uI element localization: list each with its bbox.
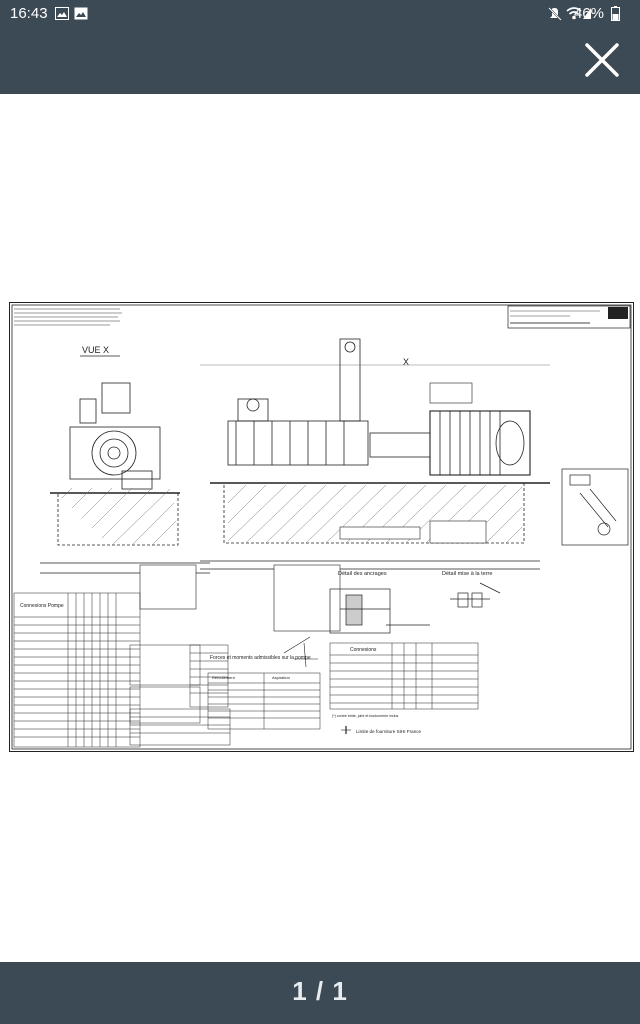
detail-earth-title: Détail mise à la terre bbox=[442, 571, 492, 577]
forces-title: Forces et moments admissibles sur la pom… bbox=[210, 655, 311, 661]
signal-icon bbox=[582, 7, 592, 25]
marker-x: X bbox=[403, 357, 409, 367]
connections-title: Connexions bbox=[350, 647, 377, 653]
axis-diagram bbox=[283, 636, 318, 668]
foundation-hatch-main bbox=[227, 484, 523, 544]
viewer-footer: 1 / 1 bbox=[0, 962, 640, 1024]
pump-connections-table bbox=[13, 592, 141, 748]
contre-bride-note: (*) contre bride, joint et boulonnerie i… bbox=[332, 714, 399, 718]
viewer-header bbox=[0, 28, 640, 94]
technical-drawing[interactable]: VUE X X bbox=[9, 302, 634, 752]
callout-boxes bbox=[139, 382, 487, 632]
copyright-notice bbox=[14, 308, 122, 326]
image-viewer[interactable]: VUE X X bbox=[0, 94, 640, 962]
refoulement-label: Refoulement bbox=[212, 675, 236, 680]
mute-icon bbox=[548, 7, 562, 26]
specification-tables bbox=[129, 644, 231, 746]
pump-motor-elevation bbox=[200, 338, 550, 570]
earthing-detail bbox=[450, 582, 501, 608]
battery-icon bbox=[611, 6, 620, 26]
flange-detail bbox=[561, 468, 629, 546]
gallery-icon bbox=[74, 7, 88, 25]
status-time: 16:43 bbox=[10, 5, 48, 22]
forces-table bbox=[207, 672, 321, 730]
anchoring-detail bbox=[329, 588, 430, 634]
close-icon bbox=[585, 43, 619, 77]
pump-side-view bbox=[40, 382, 210, 574]
title-block-top bbox=[507, 305, 631, 329]
detail-anchoring-title: Détail des ancrages bbox=[338, 571, 387, 577]
wifi-icon bbox=[566, 7, 582, 25]
status-bar: 16:43 46% bbox=[0, 0, 640, 28]
connections-table bbox=[329, 642, 479, 710]
image-icon bbox=[55, 7, 69, 25]
supply-limit-label: Limite de fourniture SIHI France bbox=[356, 729, 422, 734]
view-label: VUE X bbox=[82, 345, 109, 355]
battery-percent: 46% bbox=[573, 5, 604, 22]
aspiration-label: Aspiration bbox=[272, 675, 290, 680]
foundation-hatch-left bbox=[61, 487, 177, 546]
connections-pump-title: Connexions Pompe bbox=[20, 603, 64, 609]
supply-limit-legend: Limite de fourniture SIHI France bbox=[341, 726, 422, 734]
close-button[interactable] bbox=[582, 40, 622, 80]
page-indicator: 1 / 1 bbox=[292, 976, 348, 1006]
